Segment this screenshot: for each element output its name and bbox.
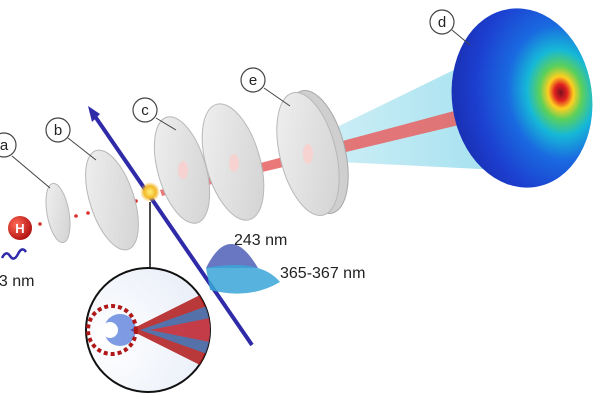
- label-a: a: [0, 132, 51, 189]
- lobe-243: [206, 244, 258, 268]
- svg-text:a: a: [0, 137, 9, 154]
- label-e: e: [240, 67, 291, 107]
- svg-text:e: e: [249, 72, 257, 89]
- plate-b: [85, 149, 139, 251]
- wavelength-365: 365-367 nm: [280, 265, 365, 282]
- plate-hole: [229, 154, 239, 172]
- interaction-region: [140, 182, 160, 202]
- photon-squiggle-icon: [0, 248, 28, 260]
- plate-hole: [303, 144, 313, 164]
- svg-text:b: b: [54, 122, 62, 139]
- wavelength-243: 243 nm: [234, 232, 287, 249]
- axis-arrowhead: [88, 106, 100, 122]
- plate-a: [45, 182, 71, 244]
- excitation-axis: [90, 110, 254, 347]
- hydrogen-atom: H: [8, 216, 32, 240]
- atom-symbol: H: [15, 221, 24, 236]
- wavelength-source: 13 nm: [0, 273, 34, 290]
- label-c: c: [132, 97, 177, 131]
- inset-pattern: [86, 290, 210, 370]
- svg-text:d: d: [438, 14, 446, 31]
- plate-hole: [178, 161, 188, 179]
- lobe-365: [206, 265, 280, 294]
- label-d: d: [429, 9, 471, 46]
- label-b: b: [45, 117, 97, 161]
- detector-screen: [451, 8, 593, 188]
- svg-text:c: c: [141, 102, 149, 119]
